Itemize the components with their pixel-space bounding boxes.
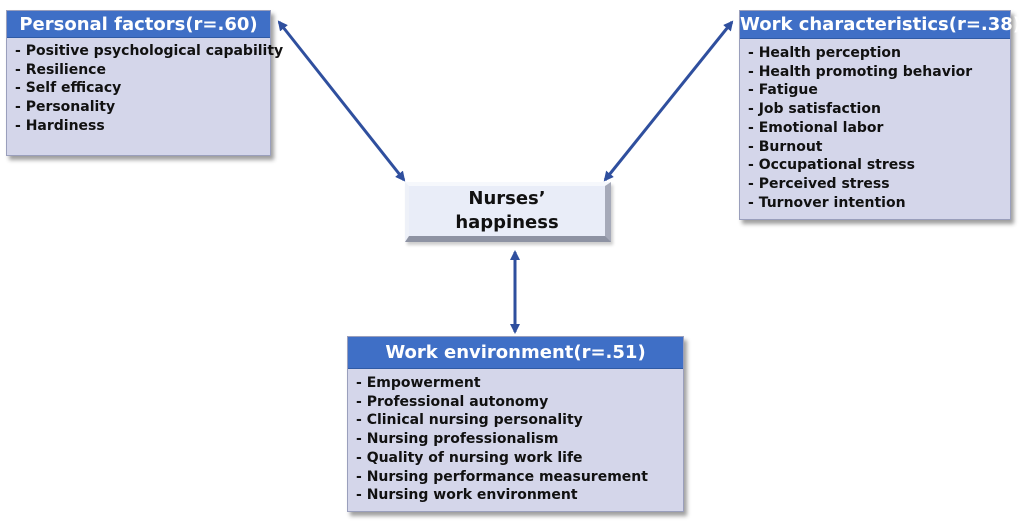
list-item: Quality of nursing work life <box>356 449 683 468</box>
personal-factors-title: Personal factors(r=.60) <box>7 11 270 38</box>
list-item: Burnout <box>748 138 1010 157</box>
list-item: Health promoting behavior <box>748 63 1010 82</box>
personal-factors-list: Positive psychological capability Resili… <box>7 38 283 136</box>
list-item: Health perception <box>748 44 1010 63</box>
personal-factors-box: Personal factors(r=.60) Positive psychol… <box>6 10 283 156</box>
nurses-happiness-box: Nurses’ happiness <box>405 182 611 242</box>
list-item: Nursing work environment <box>356 486 683 505</box>
arrow-personal-to-happiness <box>277 20 406 182</box>
list-item: Self efficacy <box>15 79 270 98</box>
list-item: Nursing professionalism <box>356 430 683 449</box>
work-characteristics-list: Health perception Health promoting behav… <box>740 39 1010 212</box>
list-item: Professional autonomy <box>356 393 683 412</box>
list-item: Turnover intention <box>748 194 1010 213</box>
list-item: Emotional labor <box>748 119 1010 138</box>
list-item: Fatigue <box>748 81 1010 100</box>
list-item: Clinical nursing personality <box>356 411 683 430</box>
work-characteristics-box: Work characteristics(r=.38) Health perce… <box>739 10 1021 220</box>
list-item: Hardiness <box>15 117 270 136</box>
work-characteristics-title: Work characteristics(r=.38) <box>740 11 1021 39</box>
list-item: Perceived stress <box>748 175 1010 194</box>
list-item: Positive psychological capability <box>15 42 283 61</box>
work-environment-box: Work environment(r=.51) Empowerment Prof… <box>347 336 684 512</box>
list-item: Personality <box>15 98 270 117</box>
list-item: Resilience <box>15 61 270 80</box>
nurses-happiness-label: Nurses’ happiness <box>455 188 559 233</box>
list-item: Nursing performance measurement <box>356 468 683 487</box>
list-item: Occupational stress <box>748 156 1010 175</box>
work-environment-title: Work environment(r=.51) <box>348 337 683 369</box>
arrow-workchar-to-happiness <box>603 20 734 182</box>
list-item: Empowerment <box>356 374 683 393</box>
list-item: Job satisfaction <box>748 100 1010 119</box>
work-environment-list: Empowerment Professional autonomy Clinic… <box>348 369 683 505</box>
